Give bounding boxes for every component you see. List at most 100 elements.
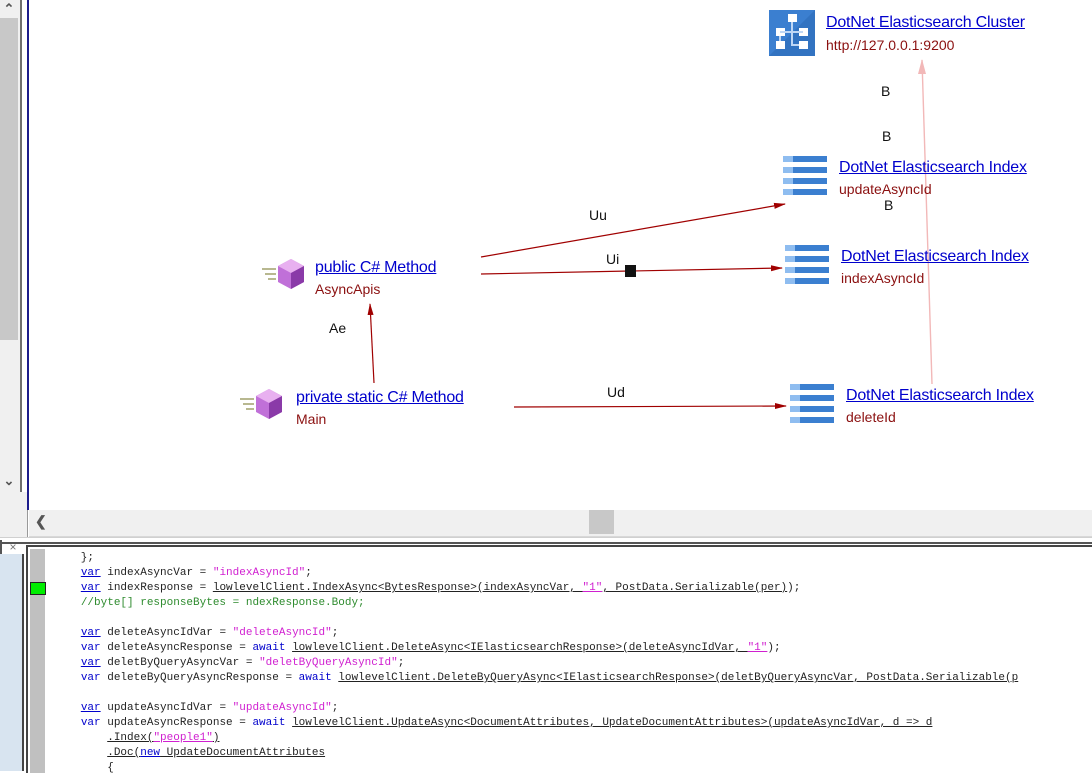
code-line[interactable]: var deletByQueryAsyncVar = "deletByQuery… — [28, 656, 404, 671]
node-method-public-subtitle: AsyncApis — [315, 281, 381, 297]
code-gutter — [30, 549, 45, 773]
code-token: ) — [212, 732, 220, 744]
code-token: var — [80, 567, 101, 579]
code-token: indexResponse = — [100, 582, 213, 594]
code-token: "1" — [747, 642, 768, 654]
cluster-icon — [769, 10, 815, 56]
code-line[interactable]: var deleteAsyncResponse = await lowlevel… — [28, 641, 781, 656]
code-token: updateAsyncIdVar = — [100, 702, 233, 714]
code-token: await — [252, 642, 286, 654]
code-line[interactable]: var deleteAsyncIdVar = "deleteAsyncId"; — [28, 626, 338, 641]
code-token: lowlevelClient.DeleteByQueryAsync<IElast… — [338, 672, 1019, 684]
index-icon — [785, 245, 829, 284]
code-token: var — [80, 717, 101, 729]
node-cluster-title[interactable]: DotNet Elasticsearch Cluster — [826, 14, 1025, 31]
code-token — [28, 582, 81, 594]
code-token: UpdateDocumentAttributes — [160, 747, 326, 759]
edge-label-b: B — [881, 83, 891, 99]
code-token: var — [80, 582, 101, 594]
code-token: var — [80, 702, 101, 714]
code-token — [28, 597, 81, 609]
node-index-update-title[interactable]: DotNet Elasticsearch Index — [839, 159, 1027, 176]
code-token: ; — [331, 627, 339, 639]
code-line[interactable]: var deleteByQueryAsyncResponse = await l… — [28, 671, 1018, 686]
code-token: deleteByQueryAsyncResponse = — [100, 672, 299, 684]
node-method-main-subtitle: Main — [296, 411, 327, 427]
method-icon — [262, 259, 304, 289]
code-line[interactable]: var updateAsyncResponse = await lowlevel… — [28, 716, 933, 731]
code-token: { — [28, 762, 114, 774]
code-token — [28, 567, 81, 579]
node-method-public-title[interactable]: public C# Method — [315, 259, 437, 276]
code-line[interactable]: var indexAsyncVar = "indexAsyncId"; — [28, 566, 312, 581]
chevron-down-icon[interactable]: ⌄ — [3, 473, 15, 488]
code-token: "1" — [582, 582, 603, 594]
code-token: //byte[] responseBytes = ndexResponse.Bo… — [80, 597, 365, 609]
code-line[interactable]: var updateAsyncIdVar = "updateAsyncId"; — [28, 701, 338, 716]
code-token: var — [80, 672, 101, 684]
edge-label-ui: Ui — [606, 251, 620, 267]
code-line[interactable]: .Doc(new UpdateDocumentAttributes — [28, 746, 325, 761]
node-cluster-subtitle: http://127.0.0.1:9200 — [826, 37, 955, 53]
code-token: await — [252, 717, 286, 729]
edge-label-ae: Ae — [329, 320, 347, 336]
code-token: }; — [28, 552, 95, 564]
scroll-corner — [0, 492, 28, 538]
code-token: .Doc( — [107, 747, 141, 759]
node-method-main-title[interactable]: private static C# Method — [296, 389, 464, 406]
node-index-delete-subtitle: deleteId — [846, 409, 896, 425]
vertical-scrollbar[interactable]: ⌃ ⌄ — [0, 0, 22, 492]
code-line[interactable]: .Index("people1") — [28, 731, 219, 746]
code-token — [28, 732, 107, 744]
code-token: deletByQueryAsyncVar = — [100, 657, 260, 669]
code-token: ; — [331, 702, 339, 714]
code-line[interactable]: }; — [28, 551, 94, 566]
node-index-update-subtitle: updateAsyncId — [839, 181, 932, 197]
code-token — [28, 672, 81, 684]
edge-label-b-3: B — [884, 197, 894, 213]
code-line[interactable]: //byte[] responseBytes = ndexResponse.Bo… — [28, 596, 365, 611]
code-token: "people1" — [153, 732, 213, 744]
vertical-scrollbar-thumb[interactable] — [0, 18, 18, 340]
code-token — [28, 747, 107, 759]
code-line[interactable]: { — [28, 761, 114, 776]
code-token: ); — [787, 582, 801, 594]
index-icon — [790, 384, 834, 423]
code-token: lowlevelClient.UpdateAsync<DocumentAttri… — [292, 717, 933, 729]
code-token: "updateAsyncId" — [232, 702, 332, 714]
horizontal-scrollbar-thumb[interactable] — [589, 510, 614, 534]
method-icon — [240, 389, 282, 419]
pane-splitter[interactable] — [0, 537, 1092, 544]
code-token: "indexAsyncId" — [212, 567, 306, 579]
code-token: deleteAsyncIdVar = — [100, 627, 233, 639]
code-token — [28, 702, 81, 714]
index-icon — [783, 156, 827, 195]
edge-label-ud: Ud — [607, 384, 625, 400]
code-token: ); — [767, 642, 781, 654]
edge-label-uu: Uu — [589, 207, 607, 223]
code-token: deleteAsyncResponse = — [100, 642, 253, 654]
chevron-up-icon[interactable]: ⌃ — [3, 1, 15, 16]
code-token: var — [80, 657, 101, 669]
code-token: await — [298, 672, 332, 684]
code-token: , PostData.Serializable(per) — [602, 582, 788, 594]
code-token: ; — [397, 657, 405, 669]
close-icon[interactable]: × — [9, 540, 17, 554]
code-token — [28, 657, 81, 669]
code-token: lowlevelClient.IndexAsync<BytesResponse>… — [212, 582, 583, 594]
code-token: new — [140, 747, 161, 759]
code-token — [28, 717, 81, 729]
node-index-index-subtitle: indexAsyncId — [841, 270, 925, 286]
code-token: ; — [305, 567, 312, 579]
node-index-delete-title[interactable]: DotNet Elasticsearch Index — [846, 387, 1034, 404]
chevron-left-icon[interactable]: ❮ — [35, 513, 47, 529]
code-editor[interactable]: }; var indexAsyncVar = "indexAsyncId"; v… — [26, 545, 1092, 776]
node-index-index-title[interactable]: DotNet Elasticsearch Index — [841, 248, 1029, 265]
code-token: var — [80, 627, 101, 639]
code-token — [28, 627, 81, 639]
code-token: "deleteAsyncId" — [232, 627, 332, 639]
code-token: "deletByQueryAsyncId" — [259, 657, 398, 669]
code-line[interactable]: var indexResponse = lowlevelClient.Index… — [28, 581, 801, 596]
code-token: lowlevelClient.DeleteAsync<IElasticsearc… — [292, 642, 748, 654]
horizontal-scrollbar[interactable]: ❮ — [29, 510, 1092, 537]
